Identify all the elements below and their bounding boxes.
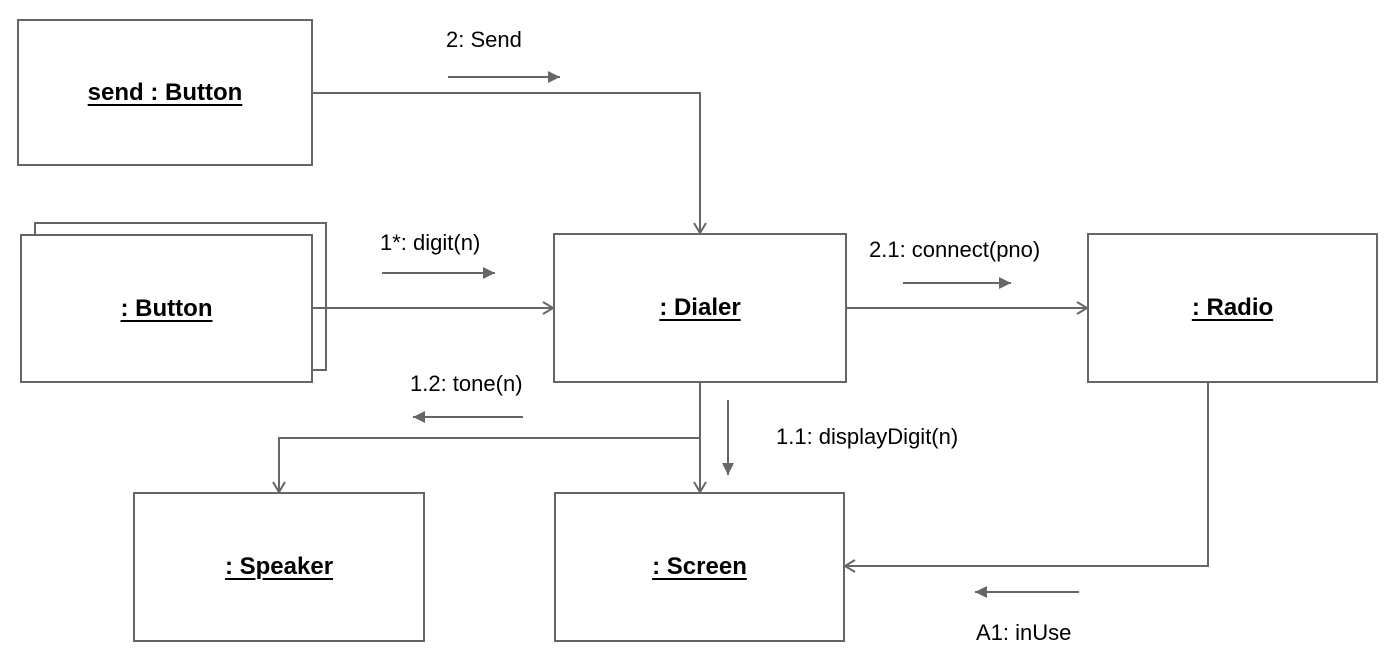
message-label-digit: 1*: digit(n) (380, 230, 481, 255)
object-label-dialer: : Dialer (659, 294, 741, 321)
object-label-screen: : Screen (652, 553, 747, 580)
object-screen: : Screen (554, 492, 845, 642)
object-radio: : Radio (1087, 233, 1378, 383)
object-send-button: send : Button (17, 19, 313, 166)
object-label-send-button: send : Button (87, 78, 243, 106)
object-button: : Button (20, 234, 313, 383)
object-dialer: : Dialer (553, 233, 847, 383)
object-label-speaker: : Speaker (224, 553, 334, 580)
message-label-connect: 2.1: connect(pno) (869, 237, 1041, 262)
connector-send-button-to-dialer (313, 92, 707, 235)
connector-dialer-to-speaker (272, 383, 701, 494)
connector-radio-to-screen (843, 383, 1209, 573)
message-label-display-digit: 1.1: displayDigit(n) (776, 424, 959, 449)
object-label-radio: : Radio (1191, 294, 1274, 321)
object-speaker: : Speaker (133, 492, 425, 642)
message-label-in-use: A1: inUse (976, 620, 1072, 645)
message-label-tone: 1.2: tone(n) (410, 371, 523, 396)
object-label-button: : Button (120, 294, 213, 322)
message-label-send: 2: Send (446, 27, 522, 52)
